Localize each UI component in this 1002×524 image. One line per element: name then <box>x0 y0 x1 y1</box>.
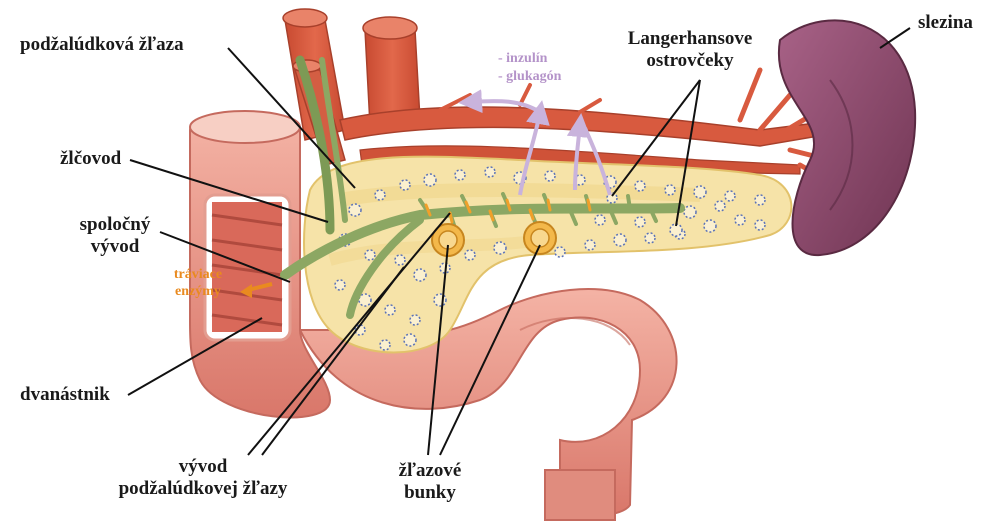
islet-dot <box>484 166 496 178</box>
islet-dot <box>669 223 683 237</box>
label-gland-cells-line2: bunky <box>404 482 456 503</box>
islet-dot <box>724 190 736 202</box>
label-gland-cells-line1: žľazové <box>398 460 462 481</box>
islet-dot <box>693 185 707 199</box>
islet-dot <box>634 216 646 228</box>
label-duodenum: dvanástnik <box>20 384 110 405</box>
label-islets: Langerhansove ostrovčeky <box>605 28 775 72</box>
islet-dot <box>348 203 362 217</box>
label-pancreatic-duct-line1: vývod <box>178 456 228 477</box>
islet-dot <box>594 214 606 226</box>
islet-dot <box>334 279 346 291</box>
leader-lines <box>127 27 911 456</box>
label-islets-line2: ostrovčeky <box>646 50 734 71</box>
islet-dot <box>464 249 476 261</box>
islet-dot <box>613 233 627 247</box>
islet-dot <box>606 192 618 204</box>
annotation-insulin: - inzulín <box>498 51 548 66</box>
islet-dot <box>384 304 396 316</box>
annotation-enzymes-line1: tráviace <box>173 267 223 282</box>
hormone-arrows <box>458 89 612 196</box>
enzyme-arrow <box>240 282 273 298</box>
label-pancreatic-duct: vývod podžalúdkovej žľazy <box>98 456 308 500</box>
annotation-enzymes: tráviace enzýmy <box>158 266 238 300</box>
label-common-duct-line2: vývod <box>90 236 140 257</box>
islet-dot <box>584 239 596 251</box>
islet-dot <box>544 170 556 182</box>
islet-dot <box>664 184 676 196</box>
islet-dot <box>644 232 656 244</box>
islet-dot <box>374 189 386 201</box>
label-islets-line1: Langerhansove <box>627 28 753 49</box>
spleen <box>777 19 917 257</box>
label-gland-cells: žľazové bunky <box>375 460 485 504</box>
gland-cells-clusters <box>431 221 557 257</box>
islet-dot <box>433 293 447 307</box>
label-common-duct-line1: spoločný <box>79 214 151 235</box>
islet-dot <box>634 180 646 192</box>
pancreatic-duct-system <box>280 55 685 319</box>
islet-dot <box>493 241 507 255</box>
label-pancreatic-duct-line2: podžalúdkovej žľazy <box>118 478 288 499</box>
islet-dot <box>358 293 372 307</box>
islet-dot <box>734 214 746 226</box>
islet-dot <box>703 219 717 233</box>
islet-dot <box>683 205 697 219</box>
islet-dot <box>403 333 417 347</box>
label-common-duct: spoločný vývod <box>70 214 160 258</box>
label-spleen: slezina <box>918 12 973 33</box>
islet-dot <box>394 254 406 266</box>
islet-dot <box>754 219 766 231</box>
islet-dot <box>409 314 421 326</box>
islet-dot <box>574 174 586 186</box>
islet-dot <box>423 173 437 187</box>
label-bile-duct: žlčovod <box>60 148 122 169</box>
islet-dot <box>379 339 391 351</box>
islet-dot <box>399 179 411 191</box>
islet-dot <box>364 249 376 261</box>
islet-dot <box>454 169 466 181</box>
islet-dot <box>754 194 766 206</box>
islet-dot <box>413 268 427 282</box>
label-pancreas: podžalúdková žľaza <box>20 34 184 55</box>
islet-dot <box>554 246 566 258</box>
annotation-enzymes-line2: enzýmy <box>175 284 221 299</box>
islet-dot <box>714 200 726 212</box>
annotation-glucagon: - glukagón <box>498 69 562 84</box>
